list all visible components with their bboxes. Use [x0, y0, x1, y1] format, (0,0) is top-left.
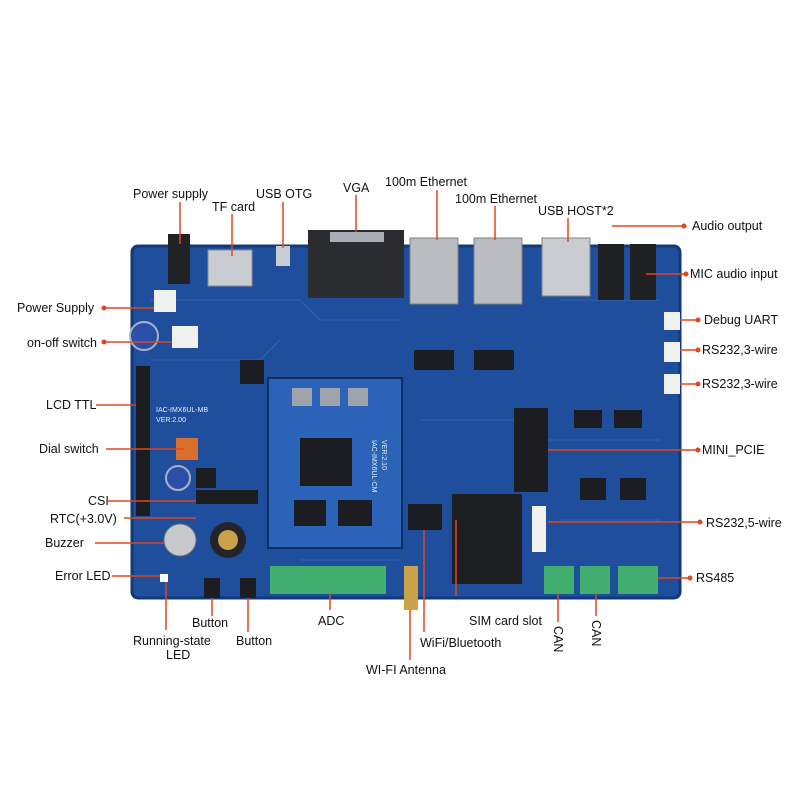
label-mic-audio-input: MIC audio input: [690, 267, 778, 281]
rs232-header-1: [664, 342, 680, 362]
rs232-5wire-header: [532, 506, 546, 552]
csi-header: [196, 490, 258, 504]
power-header: [154, 290, 176, 312]
label-on-off-switch: on-off switch: [27, 336, 97, 350]
label-buzzer: Buzzer: [45, 536, 84, 550]
debug-uart-header: [664, 312, 680, 330]
label-usb-otg: USB OTG: [256, 187, 313, 201]
mb-board-model: IAC-IMX6UL-MB: [156, 407, 208, 414]
label-rs232-3wire-1: RS232,3-wire: [702, 343, 778, 357]
lcd-ttl-header: [136, 366, 150, 516]
label-button-2: Button: [236, 634, 273, 648]
leader-dots: [101, 223, 703, 581]
leader-lines: [95, 190, 700, 660]
tf-card-slot: [207, 249, 253, 287]
usb-host-port: [541, 237, 591, 297]
label-running-state-led: LED: [166, 648, 191, 662]
audio-out-jack: [598, 244, 624, 300]
sim-card-slot: [452, 494, 522, 584]
label-debug-uart: Debug UART: [704, 313, 779, 327]
cpu-chip: [300, 438, 352, 486]
label-error-led: Error LED: [55, 569, 111, 583]
mini-pcie-slot: [514, 408, 548, 492]
label-tf-card: TF card: [212, 200, 256, 214]
label-running-state: Running-state: [133, 634, 211, 648]
rs232-header-2: [664, 374, 680, 394]
label-ethernet-1: 100m Ethernet: [385, 175, 467, 189]
capacitor-2: [165, 465, 191, 491]
label-usb-host: USB HOST*2: [538, 204, 614, 218]
ethernet-port-2: [473, 237, 523, 305]
label-ethernet-2: 100m Ethernet: [455, 192, 537, 206]
power-jack: [168, 234, 190, 284]
label-vga: VGA: [343, 181, 370, 195]
rtc-battery-cell: [218, 530, 238, 550]
button-2: [240, 578, 256, 598]
error-led: [160, 574, 168, 582]
mic-in-jack: [630, 244, 656, 300]
mb-board-ver: VER:2.00: [156, 417, 186, 424]
electrolytic-capacitor: [129, 321, 159, 351]
can-terminal-2: [580, 566, 610, 594]
usb-otg-port: [276, 246, 290, 266]
core-board-model: IAC-IMX6UL-CM: [370, 440, 377, 493]
label-audio-output: Audio output: [692, 219, 763, 233]
flash-chip: [338, 500, 372, 526]
label-rtc: RTC(+3.0V): [50, 512, 117, 526]
buzzer: [163, 523, 197, 557]
wifi-antenna-connector: [404, 566, 418, 610]
label-wifi-antenna: WI-FI Antenna: [366, 663, 446, 677]
label-dial-switch: Dial switch: [39, 442, 99, 456]
can-terminal-1: [544, 566, 574, 594]
label-rs232-5wire: RS232,5-wire: [706, 516, 782, 530]
ram-chip: [294, 500, 326, 526]
misc-ics: [196, 350, 646, 500]
vga-metal: [330, 232, 384, 242]
core-module: [267, 377, 403, 549]
label-button-1: Button: [192, 616, 229, 630]
label-lcd-ttl: LCD TTL: [46, 398, 97, 412]
label-rs232-3wire-2: RS232,3-wire: [702, 377, 778, 391]
ethernet-port-1: [409, 237, 459, 305]
label-csi: CSI: [88, 494, 109, 508]
label-sim-card-slot: SIM card slot: [469, 614, 542, 628]
on-off-switch: [172, 326, 198, 348]
core-board-ver: VER:2.10: [380, 440, 387, 470]
label-can-2: CAN: [589, 620, 603, 647]
wifi-module: [408, 504, 442, 530]
label-power-supply-top: Power supply: [133, 187, 209, 201]
label-adc: ADC: [318, 614, 345, 628]
label-power-supply-left: Power Supply: [17, 301, 95, 315]
button-1: [204, 578, 220, 598]
core-capacitors: [292, 388, 368, 406]
label-can-1: CAN: [551, 626, 565, 653]
dial-switch: [176, 438, 198, 460]
label-wifi-bluetooth: WiFi/Bluetooth: [420, 636, 502, 650]
label-mini-pcie: MINI_PCIE: [702, 443, 765, 457]
adc-terminal: [270, 566, 386, 594]
label-rs485: RS485: [696, 571, 735, 585]
rs485-terminal: [618, 566, 658, 594]
